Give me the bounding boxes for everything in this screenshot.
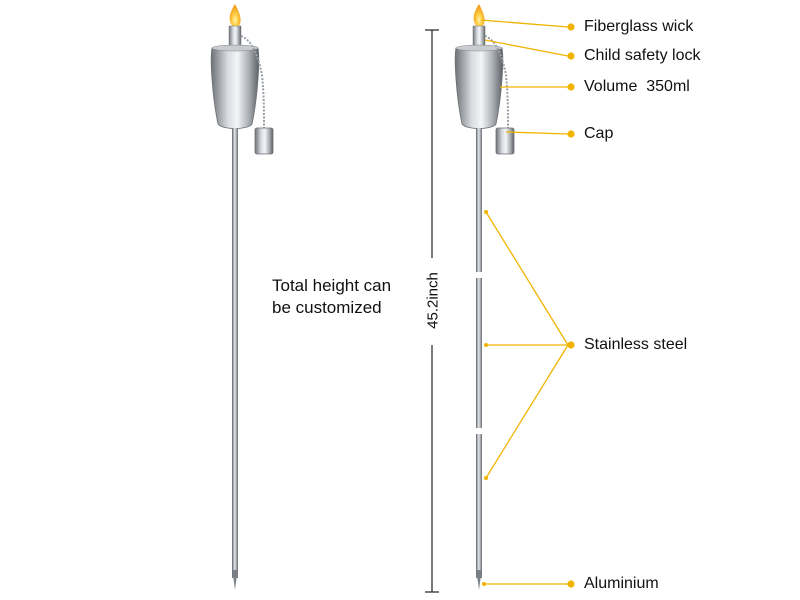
- left-spike: [232, 570, 238, 590]
- right-spike: [476, 570, 482, 590]
- callout-label-cap: Cap: [584, 125, 614, 142]
- right-cap: [495, 127, 515, 155]
- left-chain: [240, 35, 265, 129]
- right-pole-segment: [476, 278, 482, 428]
- callout-dot-icon: [567, 83, 575, 91]
- left-wick-holder: [228, 25, 242, 47]
- height-dimension-label: 45.2inch: [424, 272, 442, 329]
- height-dimension: [425, 29, 439, 593]
- callout-label-lock: Child safety lock: [584, 47, 701, 64]
- callout-anchor-icon: [482, 582, 486, 586]
- callout-anchor-icon: [484, 476, 488, 480]
- height-note: Total height can be customized: [272, 275, 391, 319]
- callout-label-pole: Stainless steel: [584, 336, 688, 353]
- right-canister: [454, 47, 504, 129]
- height-note-line-1: Total height can: [272, 276, 392, 295]
- right-torch: [454, 4, 515, 590]
- left-torch: [210, 4, 274, 590]
- right-pole-segment: [476, 128, 482, 272]
- callout-dot-icon: [567, 580, 575, 588]
- left-cap: [254, 127, 274, 155]
- callout-dots: [482, 23, 575, 588]
- left-pole: [232, 128, 238, 578]
- left-canister: [210, 47, 260, 129]
- callout-anchor-icon: [484, 343, 488, 347]
- right-pole-segment: [476, 434, 482, 578]
- callout-anchor-icon: [484, 210, 488, 214]
- callout-dot-icon: [567, 130, 575, 138]
- callout-dot-icon: [567, 52, 575, 60]
- callout-label-wick: Fiberglass wick: [584, 18, 694, 35]
- left-flame-icon: [229, 4, 241, 27]
- callout-dot-icon: [567, 341, 575, 349]
- callout-lines: [480, 19, 569, 585]
- height-note-line-2: be customized: [272, 298, 382, 317]
- right-flame-icon: [473, 4, 485, 27]
- callout-label-volume: Volume 350ml: [584, 78, 690, 95]
- callout-dot-icon: [567, 23, 575, 31]
- right-wick-holder: [472, 25, 486, 47]
- callout-label-spike: Aluminium: [584, 575, 659, 592]
